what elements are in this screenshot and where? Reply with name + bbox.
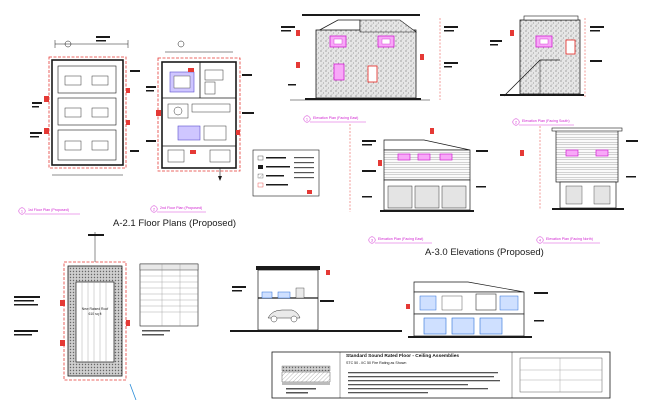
schedule-table xyxy=(139,263,199,336)
rear-elevation xyxy=(349,124,488,212)
elev-north-number: 4 xyxy=(539,238,541,242)
first-floor-plan xyxy=(30,36,140,176)
elev-north-label: Elevation Plan (Facing North) xyxy=(546,237,593,241)
plan-legend xyxy=(252,149,320,197)
elev-side-label: Elevation Plan (Facing South) xyxy=(522,119,570,123)
elev-side-marker: 2 xyxy=(512,118,574,126)
assembly-detail xyxy=(271,351,611,399)
plan-two-number: 2 xyxy=(153,207,155,211)
second-floor-plan xyxy=(146,40,254,181)
elev-north-marker: 4 xyxy=(536,236,600,244)
plan-one-marker: 1 xyxy=(18,207,80,215)
building-section-left xyxy=(230,266,402,332)
assembly-subtitle: STC 50 - IIC 50 Fire Rating as Shown xyxy=(346,361,407,365)
plan-one-number: 1 xyxy=(21,209,23,213)
elev-side-number: 2 xyxy=(515,120,517,124)
elev-rear-marker: 3 xyxy=(368,236,432,244)
elev-rear-number: 3 xyxy=(371,238,373,242)
side-elevation xyxy=(490,15,604,98)
plan-two-marker: 2 xyxy=(150,205,206,213)
plan-two-label: 2nd Floor Plan (Proposed) xyxy=(160,206,203,210)
site-deck-area: 610 sq ft xyxy=(88,312,101,316)
assembly-title: Standard Sound Rated Floor - Ceiling Ass… xyxy=(346,354,460,359)
elev-front-number: 1 xyxy=(306,117,308,121)
elevations-title: A-3.0 Elevations (Proposed) xyxy=(425,247,544,258)
elev-front-label: Elevation Plan (Facing East) xyxy=(313,116,359,120)
elev-front-marker: 1 xyxy=(303,115,366,123)
site-deck-label: New Raised Roof xyxy=(82,307,108,311)
plan-one-label: 1st Floor Plan (Proposed) xyxy=(28,208,69,212)
elev-rear-label: Elevation Plan (Facing East) xyxy=(378,237,424,241)
front-elevation xyxy=(281,14,458,101)
building-section-right xyxy=(406,281,548,338)
north-elevation xyxy=(520,126,638,210)
floor-plans-title: A-2.1 Floor Plans (Proposed) xyxy=(113,218,237,229)
site-plan: New Raised Roof 610 sq ft xyxy=(14,232,137,400)
